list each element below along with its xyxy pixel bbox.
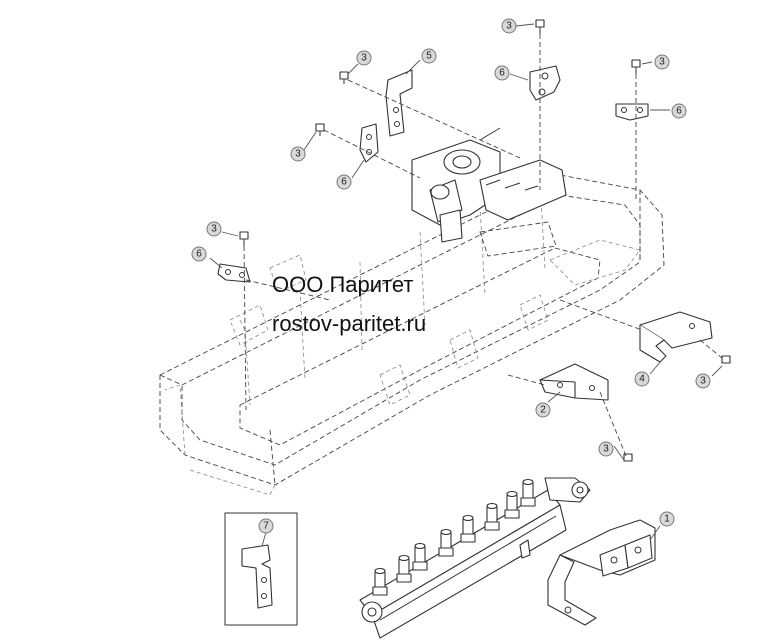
callout-3f: 3 [695,373,711,389]
callout-3b: 3 [356,50,372,66]
callout-3a: 3 [501,18,517,34]
callout-4: 4 [634,371,650,387]
svg-text:6: 6 [676,106,682,117]
svg-text:3: 3 [700,376,706,387]
callout-3d: 3 [290,146,306,162]
callout-7: 7 [258,518,274,534]
rail-end-fittings [361,477,591,623]
leader-lines [209,23,723,541]
watermark-company-name: ООО Паритет [272,272,414,297]
callout-3g: 3 [598,441,614,457]
callout-2: 2 [535,402,551,418]
svg-text:3: 3 [506,21,512,32]
bracket-6-top [529,65,561,101]
svg-text:6: 6 [196,249,202,260]
svg-text:3: 3 [361,53,367,64]
bracket-2 [539,363,609,401]
svg-text:5: 5 [426,51,432,62]
watermark-website: rostov-paritet.ru [272,311,427,336]
svg-text:2: 2 [540,405,546,416]
callout-6c: 6 [336,174,352,190]
callout-1: 1 [659,511,675,527]
assembly-lines [243,34,723,457]
bolt-icons [239,19,731,462]
callout-6d: 6 [191,246,207,262]
svg-text:3: 3 [211,224,217,235]
injector-row [372,478,536,596]
svg-text:6: 6 [341,177,347,188]
outlet-housing [411,127,567,243]
svg-text:6: 6 [499,68,505,79]
bracket-4 [639,311,713,363]
svg-text:3: 3 [295,149,301,160]
bracket-6-left [359,123,379,163]
injector-rail [359,489,567,639]
rail-bracket [547,519,656,626]
svg-text:7: 7 [263,521,269,532]
svg-text:3: 3 [659,57,665,68]
bracket-6-farleft [217,263,251,283]
callout-3e: 3 [206,221,222,237]
bracket-5 [385,69,413,137]
callout-6a: 6 [494,65,510,81]
callout-5: 5 [421,48,437,64]
callout-6b: 6 [671,103,687,119]
bracket-6-right [615,103,649,121]
callout-3c: 3 [654,54,670,70]
svg-text:4: 4 [639,374,645,385]
inset-detail-box [224,512,298,626]
svg-text:1: 1 [664,514,670,525]
svg-text:3: 3 [603,444,609,455]
